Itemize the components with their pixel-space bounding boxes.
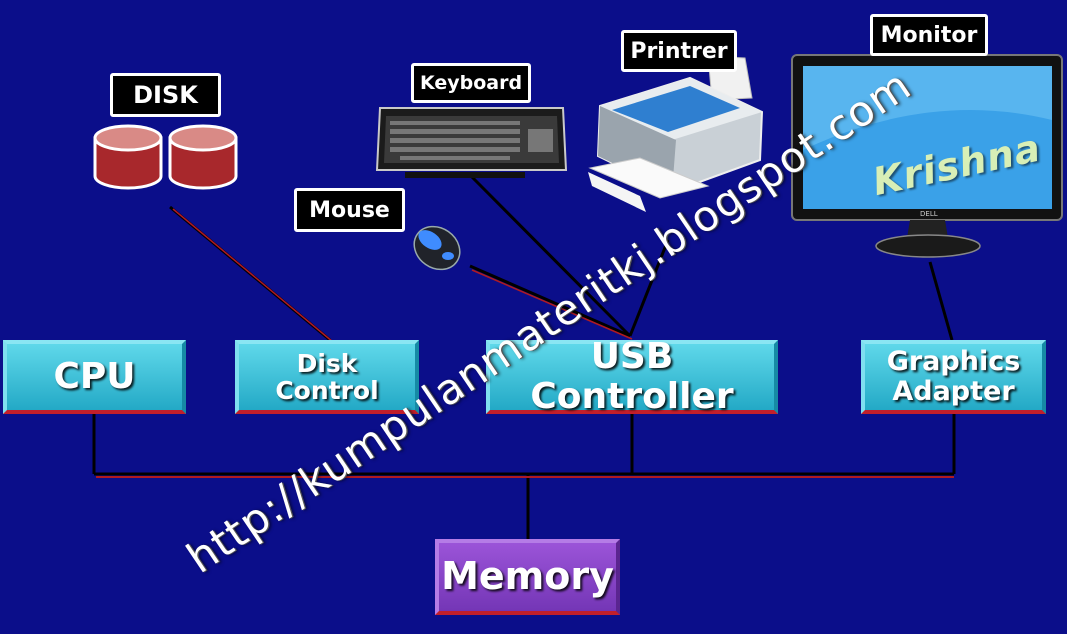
disk-label-text: DISK xyxy=(133,81,198,109)
monitor-icon: DELL xyxy=(791,54,1063,258)
disk-control-label-line2: Control xyxy=(275,376,379,405)
printer-icon xyxy=(588,55,764,212)
system-bus xyxy=(92,414,956,540)
graphics-adapter-block: Graphics Adapter xyxy=(861,340,1046,414)
cpu-label: CPU xyxy=(53,356,136,398)
printer-label: Printrer xyxy=(621,30,737,72)
graphics-adapter-label-line1: Graphics xyxy=(886,346,1021,378)
device-connectors-red-shadow xyxy=(172,208,633,343)
printer-to-usb-line xyxy=(628,239,670,337)
disk-control-label-line1: Disk xyxy=(296,348,358,378)
monitor-label: Monitor xyxy=(870,14,988,56)
monitor-brand-label: DELL xyxy=(920,210,938,218)
keyboard-icon xyxy=(375,107,568,178)
usb-controller-label: USB Controller xyxy=(530,336,734,417)
memory-label: Memory xyxy=(441,554,614,599)
monitor-label-text: Monitor xyxy=(880,22,978,48)
memory-block: Memory xyxy=(435,539,620,615)
disk-control-block: Disk Control xyxy=(235,340,419,414)
usb-controller-block: USB Controller xyxy=(486,336,778,417)
disk-cylinder-left xyxy=(93,124,163,190)
keyboard-label: Keyboard xyxy=(411,63,531,103)
keyboard-to-usb-line xyxy=(470,175,632,338)
mouse-to-usb-line xyxy=(469,264,631,338)
monitor-to-graphics-line xyxy=(928,261,954,341)
keyboard-label-text: Keyboard xyxy=(419,72,523,94)
disk-label: DISK xyxy=(110,73,221,117)
mouse-label: Mouse xyxy=(294,188,405,232)
graphics-adapter-label-line2: Adapter xyxy=(892,376,1015,407)
keyboard-keys xyxy=(390,121,553,160)
mouse-icon xyxy=(413,225,461,271)
printer-label-text: Printrer xyxy=(630,38,728,64)
cpu-block: CPU xyxy=(3,340,186,414)
mouse-label-text: Mouse xyxy=(309,197,390,223)
shadow-line xyxy=(172,208,334,343)
shadow-line xyxy=(471,269,633,340)
disk-icon xyxy=(93,124,238,190)
disk-cylinder-right xyxy=(168,124,238,190)
